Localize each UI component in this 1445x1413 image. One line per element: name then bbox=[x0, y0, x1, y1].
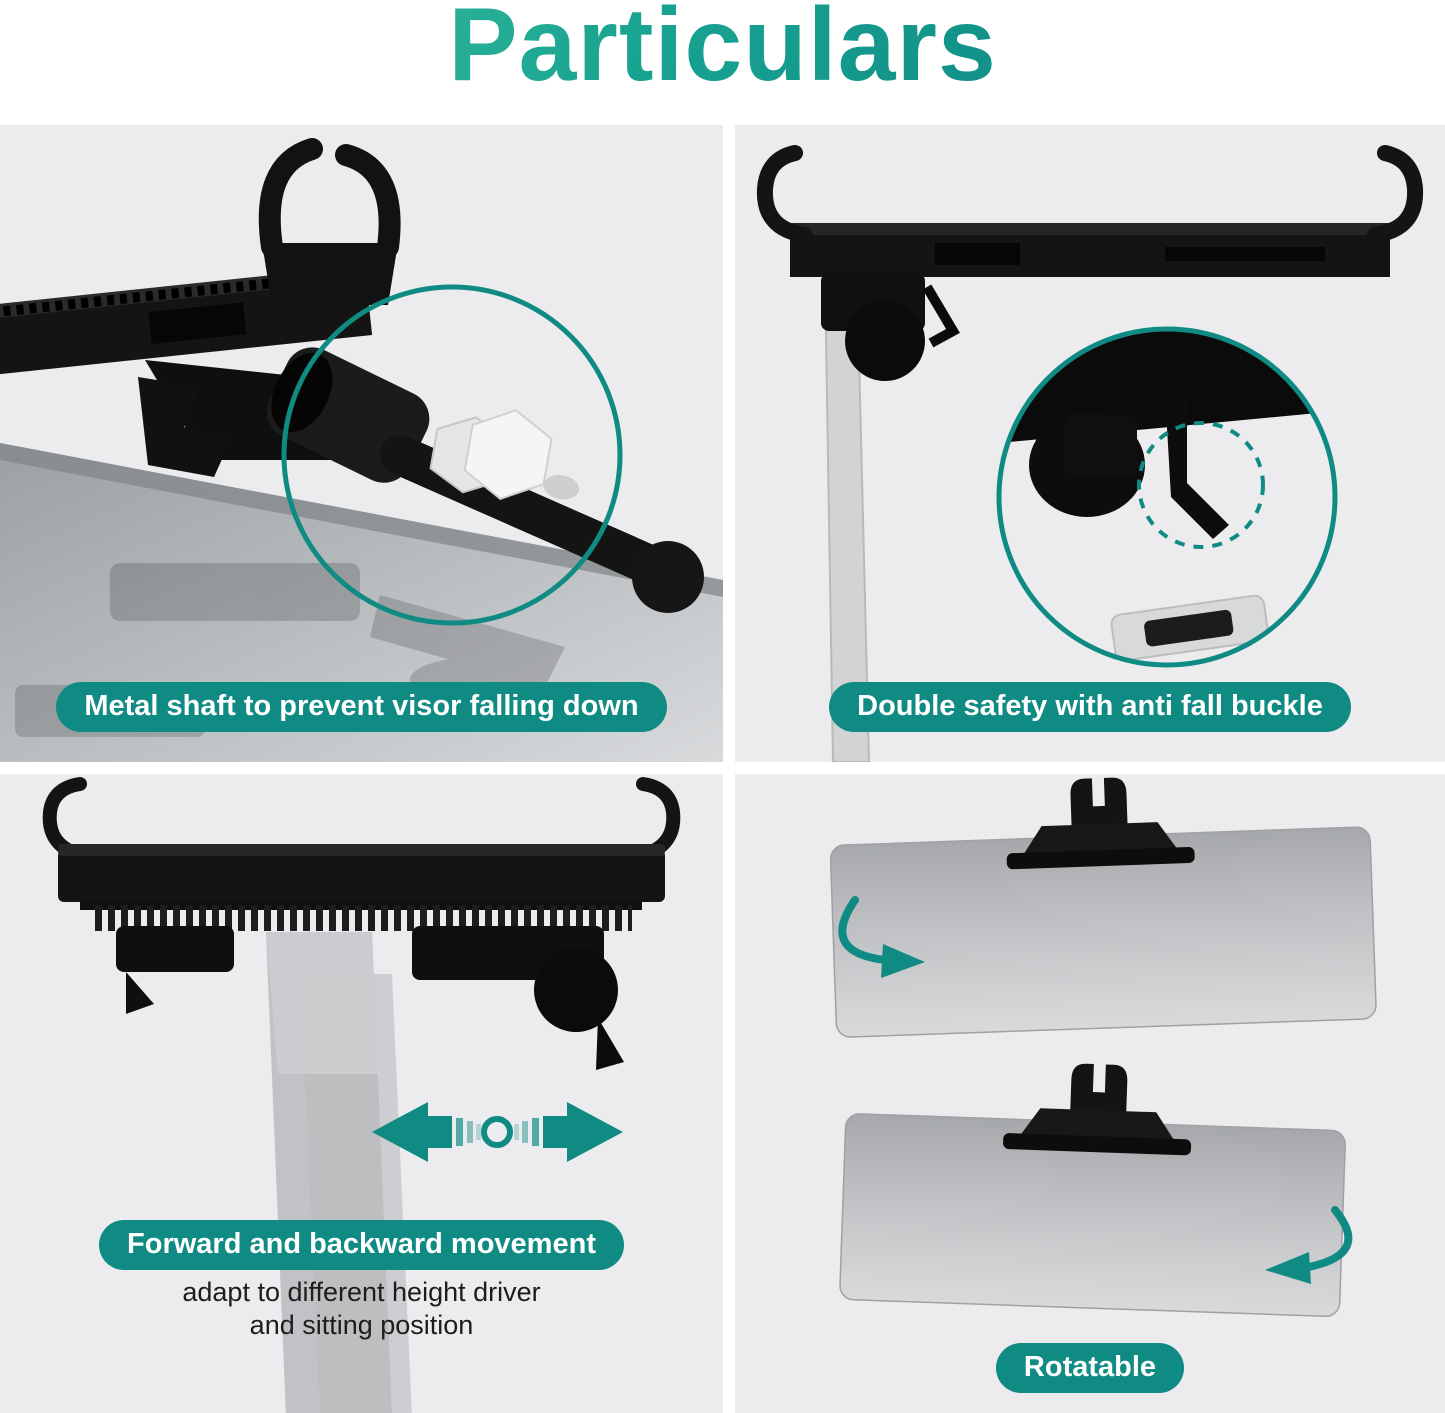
extender-bar bbox=[756, 145, 1424, 277]
visor-mount bbox=[1002, 1060, 1194, 1156]
visor-mount bbox=[1003, 774, 1195, 870]
page-title: Particulars bbox=[0, 0, 1445, 105]
movement-subtext-line1: adapt to different height driver bbox=[182, 1277, 541, 1307]
visor-clip-hooks bbox=[258, 138, 401, 305]
movement-subtext: adapt to different height driver and sit… bbox=[0, 1276, 723, 1342]
caption-metal-shaft: Metal shaft to prevent visor falling dow… bbox=[56, 682, 667, 732]
metal-shaft-photo bbox=[0, 138, 723, 762]
rotatable-photo bbox=[829, 774, 1377, 1318]
highlight-circle bbox=[996, 326, 1338, 668]
panel-metal-shaft: Metal shaft to prevent visor falling dow… bbox=[0, 125, 723, 762]
caption-rotatable: Rotatable bbox=[995, 1343, 1185, 1393]
panel-double-safety: Double safety with anti fall buckle bbox=[735, 125, 1445, 762]
visor-position-top bbox=[829, 774, 1377, 1038]
movement-photo bbox=[42, 777, 681, 1413]
buckle-detail bbox=[999, 329, 1335, 662]
visor-position-bottom bbox=[839, 1060, 1346, 1318]
rotate-arrow-top bbox=[838, 896, 925, 978]
right-clamp bbox=[412, 926, 624, 1070]
hex-nut bbox=[429, 409, 580, 500]
left-clamp bbox=[116, 926, 234, 1014]
clamp-knob bbox=[821, 273, 960, 381]
left-hook bbox=[756, 145, 813, 243]
rotate-arrow-bottom bbox=[1265, 1206, 1353, 1284]
double-safety-photo bbox=[756, 145, 1424, 762]
movement-subtext-line2: and sitting position bbox=[249, 1309, 474, 1340]
visor-blade bbox=[266, 932, 412, 1413]
extender-bar bbox=[58, 844, 665, 931]
right-hook bbox=[1367, 145, 1424, 243]
highlight-circle bbox=[281, 284, 623, 626]
caption-movement: Forward and backward movement bbox=[99, 1220, 624, 1270]
anti-fall-prong bbox=[1165, 393, 1229, 539]
panel-rotatable: Rotatable bbox=[735, 774, 1445, 1413]
slide-arrow bbox=[372, 1102, 623, 1162]
caption-double-safety: Double safety with anti fall buckle bbox=[829, 682, 1351, 732]
panel-movement: Forward and backward movement adapt to d… bbox=[0, 774, 723, 1413]
dashed-focus-circle bbox=[1137, 421, 1265, 549]
